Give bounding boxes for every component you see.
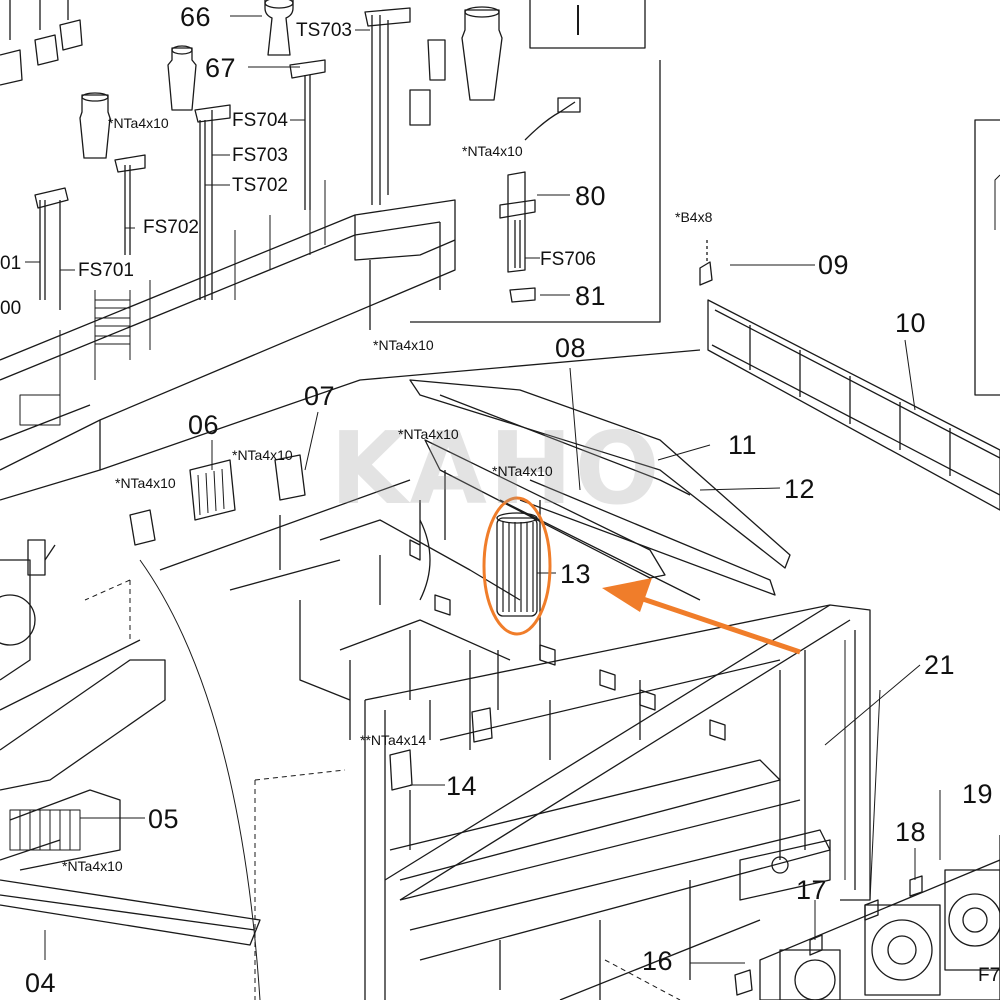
callout-13: 13 <box>560 559 592 589</box>
main-chassis <box>99 349 871 1000</box>
callout-nta-06: *NTa4x10 <box>115 475 176 491</box>
callout-fs704: FS704 <box>232 110 288 131</box>
panel-10 <box>699 240 1000 511</box>
callout-66: 66 <box>180 2 212 32</box>
upper-left-subassembly <box>0 0 661 501</box>
callout-19: 19 <box>962 779 994 809</box>
callout-ts703: TS703 <box>296 20 352 41</box>
watermark-text: KAHO <box>330 410 662 527</box>
phantom-lines <box>84 579 681 1000</box>
highlight-arrow-shaft <box>639 595 801 655</box>
callout-f7-partial: F7 <box>978 965 1000 986</box>
callout-07: 07 <box>304 381 336 411</box>
part-13-filter <box>496 512 538 617</box>
callout-05: 05 <box>148 804 180 834</box>
callout-80: 80 <box>575 181 607 211</box>
callout-16: 16 <box>642 946 674 976</box>
callout-04: 04 <box>25 968 57 998</box>
callout-nta-07: *NTa4x10 <box>232 447 293 463</box>
callout-17: 17 <box>796 875 828 905</box>
callout-b4x8: *B4x8 <box>675 209 713 225</box>
right-inset-frame <box>974 119 1000 396</box>
highlight-arrow-head <box>602 578 652 612</box>
callout-81: 81 <box>575 281 607 311</box>
callout-06: 06 <box>188 410 220 440</box>
callout-nta-08: *NTa4x10 <box>373 337 434 353</box>
callout-21: 21 <box>924 650 956 680</box>
callout-nta14: **NTa4x14 <box>360 732 427 748</box>
callout-nta-top-right: *NTa4x10 <box>462 143 523 159</box>
highlight-ellipse <box>482 496 552 636</box>
callout-fs702: FS702 <box>143 217 199 238</box>
callout-14: 14 <box>446 771 478 801</box>
leader-lines <box>44 264 941 964</box>
callout-fs701: FS701 <box>78 260 134 281</box>
callout-nta-11: *NTa4x10 <box>398 426 459 442</box>
callout-nta-12: *NTa4x10 <box>492 463 553 479</box>
callout-01-partial: 01 <box>0 253 22 274</box>
callout-09: 09 <box>818 250 850 280</box>
callout-fs703: FS703 <box>232 145 288 166</box>
callout-67: 67 <box>205 53 237 83</box>
callout-18: 18 <box>895 817 927 847</box>
callout-fs706: FS706 <box>540 249 596 270</box>
callout-10: 10 <box>895 308 927 338</box>
callout-11: 11 <box>728 430 758 460</box>
callout-08: 08 <box>555 333 587 363</box>
left-duct-assembly <box>0 539 261 1000</box>
callout-00-partial: 00 <box>0 298 22 319</box>
callout-ts702: TS702 <box>232 175 288 196</box>
callout-nta-top-left: *NTa4x10 <box>108 115 169 131</box>
small-parts <box>129 454 541 850</box>
callout-nta-05: *NTa4x10 <box>62 858 123 874</box>
highlight-marker <box>482 496 801 655</box>
fan-assembly <box>734 835 1000 1000</box>
callout-12: 12 <box>784 474 816 504</box>
